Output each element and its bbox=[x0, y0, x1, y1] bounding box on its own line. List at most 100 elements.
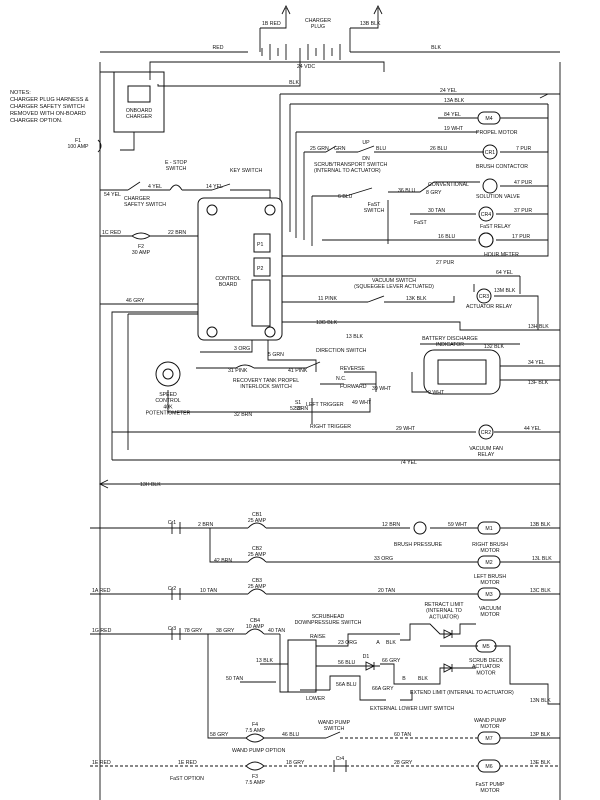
battery-symbol bbox=[261, 44, 341, 60]
wire-label-8-gry: 8 GRY bbox=[426, 190, 442, 196]
device-cr1b-label: Cr1 bbox=[168, 520, 176, 526]
wire-label-13p-blk: 13P BLK bbox=[530, 732, 551, 738]
wire-label-40-tan: 40 TAN bbox=[268, 628, 285, 634]
device-cr2b-label: Cr2 bbox=[168, 586, 176, 592]
wire-label-84-yel: 84 YEL bbox=[444, 112, 461, 118]
vacuum-switch-label: VACUUM SWITCH(SQUEEGEE LEVER ACTUATED) bbox=[354, 278, 434, 290]
svg-text:P1: P1 bbox=[257, 242, 263, 248]
wire-label-9-wht: 9 WHT bbox=[428, 390, 445, 396]
device-m4-label: M4 bbox=[485, 116, 492, 122]
wire-label-13h-blk2: 13H BLK bbox=[140, 482, 161, 488]
wire-label-18-gry: 18 GRY bbox=[286, 760, 305, 766]
direction-switch-label: DIRECTION SWITCH bbox=[316, 348, 367, 354]
wire-label-132-blk: 132 BLK bbox=[484, 344, 504, 350]
wire-label-66-gry: 66 GRY bbox=[382, 658, 401, 664]
charger-plug-outlet bbox=[127, 85, 151, 103]
device-cr1-label: CR1 bbox=[485, 150, 495, 156]
wire-label-13c-blk: 13C BLK bbox=[530, 588, 551, 594]
wire-label-25-grn: 25 GRN bbox=[310, 146, 329, 152]
wire-label-5-grn: 5 GRN bbox=[268, 352, 284, 358]
wire-label-1e-red: 1E RED bbox=[92, 760, 111, 766]
control-board-connector-p2 bbox=[253, 257, 271, 277]
wire-label-31-pink: 31 PINK bbox=[228, 368, 248, 374]
wire-label-29-wht: 29 WHT bbox=[396, 426, 416, 432]
wire-label-50-tan: 50 TAN bbox=[226, 676, 243, 682]
wire-label-13b-blk: 13B BLK bbox=[360, 21, 381, 27]
device-cr4-label: CR4 bbox=[481, 212, 491, 218]
brush-pressure-gauge bbox=[413, 521, 427, 535]
potentiometer-symbol bbox=[155, 361, 181, 387]
solution-valve-label: SOLUTION VALVE bbox=[476, 194, 520, 200]
wire-label-13b-blk2: 13B BLK bbox=[530, 522, 551, 528]
device-m7-label: M7 bbox=[485, 736, 492, 742]
wire-label-1g-red: 1G RED bbox=[92, 628, 112, 634]
battery-discharge-indicator-box bbox=[423, 349, 501, 395]
device-cr3b-label: Cr3 bbox=[168, 626, 176, 632]
actuator-relay-label: ACTUATOR RELAY bbox=[466, 304, 513, 310]
external-lower-label: EXTERNAL LOWER LIMIT SWITCH bbox=[370, 706, 454, 712]
wire-label-38-gry: 38 GRY bbox=[216, 628, 235, 634]
device-cr4b-label: Cr4 bbox=[336, 756, 344, 762]
wire-label-10-tan: 10 TAN bbox=[200, 588, 217, 594]
wire-label-7-pur: 7 PUR bbox=[516, 146, 532, 152]
propel-motor-label: PROPEL MOTOR bbox=[476, 130, 518, 136]
wire-label-12-brn: 12 BRN bbox=[382, 522, 400, 528]
switch-contacts bbox=[127, 145, 385, 772]
wire-label-60-tan: 60 TAN bbox=[394, 732, 411, 738]
nc-label: N.C. bbox=[336, 376, 346, 382]
device-s1-label: S1 bbox=[295, 400, 301, 406]
wire-label-46-blu: 46 BLU bbox=[282, 732, 300, 738]
onboard-charger-box bbox=[113, 71, 165, 133]
wire-label-13f-blk: 13F BLK bbox=[528, 380, 549, 386]
fast-label: FaST bbox=[414, 220, 428, 226]
d1-diode bbox=[365, 661, 376, 671]
control-board-box bbox=[197, 197, 283, 341]
hour-meter-symbol bbox=[478, 232, 494, 248]
wire-label-14-yel: 14 YEL bbox=[206, 184, 223, 190]
retract-limit-diode bbox=[443, 629, 454, 639]
wire-label-26-blu: 26 BLU bbox=[430, 146, 448, 152]
wire-label-19-wht: 19 WHT bbox=[444, 126, 464, 132]
device-labels: M4CR1CR4CR3CR2M1M2M3M5M7M6Cr1Cr2Cr3Cr4D1… bbox=[168, 116, 495, 770]
wire-label-39-wht: 39 WHT bbox=[372, 386, 392, 392]
wire-label-59-wht: 59 WHT bbox=[448, 522, 468, 528]
wire-label-4-yel: 4 YEL bbox=[148, 184, 162, 190]
notes-line: REMOVED WITH ON-BOARD bbox=[10, 111, 86, 117]
wire-label-13h-blk: 13H BLK bbox=[528, 324, 549, 330]
wire-label-6-blu: 6 BLU bbox=[338, 194, 353, 200]
device-cr3-label: CR3 bbox=[479, 294, 489, 300]
device-a-label: A bbox=[376, 640, 380, 646]
wire-label-23-org: 23 ORG bbox=[338, 640, 357, 646]
motor-symbols bbox=[475, 111, 501, 773]
control-board-mount bbox=[206, 326, 218, 338]
wire-label-66a-gry: 66A GRY bbox=[372, 686, 394, 692]
wire-label-13g-blk: 13G BLK bbox=[316, 320, 338, 326]
wire-label-17-pur: 17 PUR bbox=[512, 234, 530, 240]
scrubhead-switch-box bbox=[287, 639, 317, 693]
wire-label-28-gry: 28 GRY bbox=[394, 760, 413, 766]
device-m1-label: M1 bbox=[485, 526, 492, 532]
fast-relay-label: FaST RELAY bbox=[480, 224, 511, 230]
wire-label-13m-blk: 13M BLK bbox=[494, 288, 516, 294]
control-board-connector-p1 bbox=[253, 233, 271, 253]
wire-label-blk4: BLK bbox=[418, 676, 428, 682]
device-cr2-label: CR2 bbox=[481, 430, 491, 436]
hour-meter-label: HOUR METER bbox=[484, 252, 519, 258]
wire-label-47-pur: 47 PUR bbox=[514, 180, 532, 186]
wire-label-78-gry: 78 GRY bbox=[184, 628, 203, 634]
